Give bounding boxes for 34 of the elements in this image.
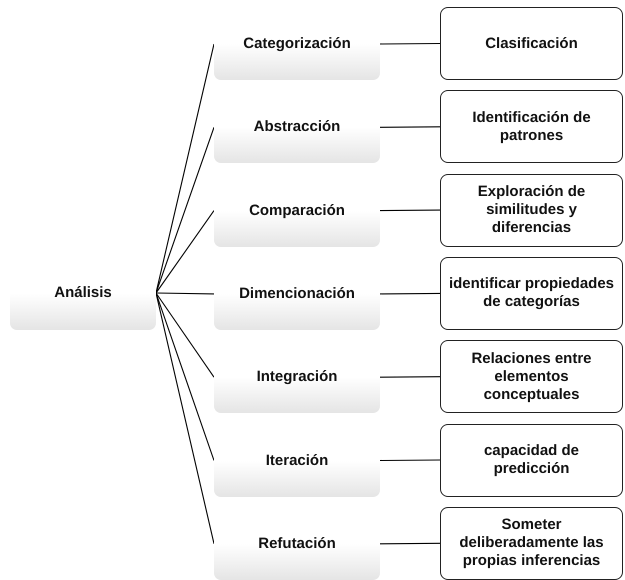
description-box xyxy=(440,90,623,164)
node-label: Refutación xyxy=(258,534,336,553)
node-label: Clasificación xyxy=(485,34,578,52)
node-label: Dimencionación xyxy=(239,284,355,303)
node-label: Relaciones entre elementos conceptuales xyxy=(470,350,593,404)
connector-line xyxy=(156,292,214,294)
node-label: Integración xyxy=(256,368,338,386)
node-label: Categorización xyxy=(243,35,351,53)
node-label: Comparación xyxy=(249,202,345,220)
connector-line xyxy=(380,126,440,128)
description-box xyxy=(440,424,623,496)
node-label: capacidad de predicción xyxy=(482,442,580,478)
connector-line xyxy=(380,459,440,462)
description-box xyxy=(440,7,623,80)
connector-line xyxy=(155,127,215,294)
connector-line xyxy=(156,292,214,378)
description-box xyxy=(440,256,623,330)
node-label: Someter deliberadamente las propias inferencias xyxy=(458,516,605,570)
node-label: Identificación de patrones xyxy=(471,108,592,145)
node-label: Análisis xyxy=(54,284,112,302)
node-label: Iteración xyxy=(266,452,328,470)
description-box xyxy=(440,174,623,247)
connector-line xyxy=(380,542,440,544)
node-label: identificar propiedades de categorías xyxy=(448,275,616,312)
connector-line xyxy=(155,292,215,461)
node-label: Exploración de similitudes y diferencias xyxy=(476,183,586,238)
connector-line xyxy=(380,292,440,294)
description-box xyxy=(440,506,623,580)
connector-line xyxy=(380,376,440,378)
node-label: Abstracción xyxy=(254,118,340,136)
connector-line xyxy=(380,42,440,45)
connector-line xyxy=(380,210,440,212)
connector-line xyxy=(156,210,214,294)
description-box xyxy=(440,340,623,414)
